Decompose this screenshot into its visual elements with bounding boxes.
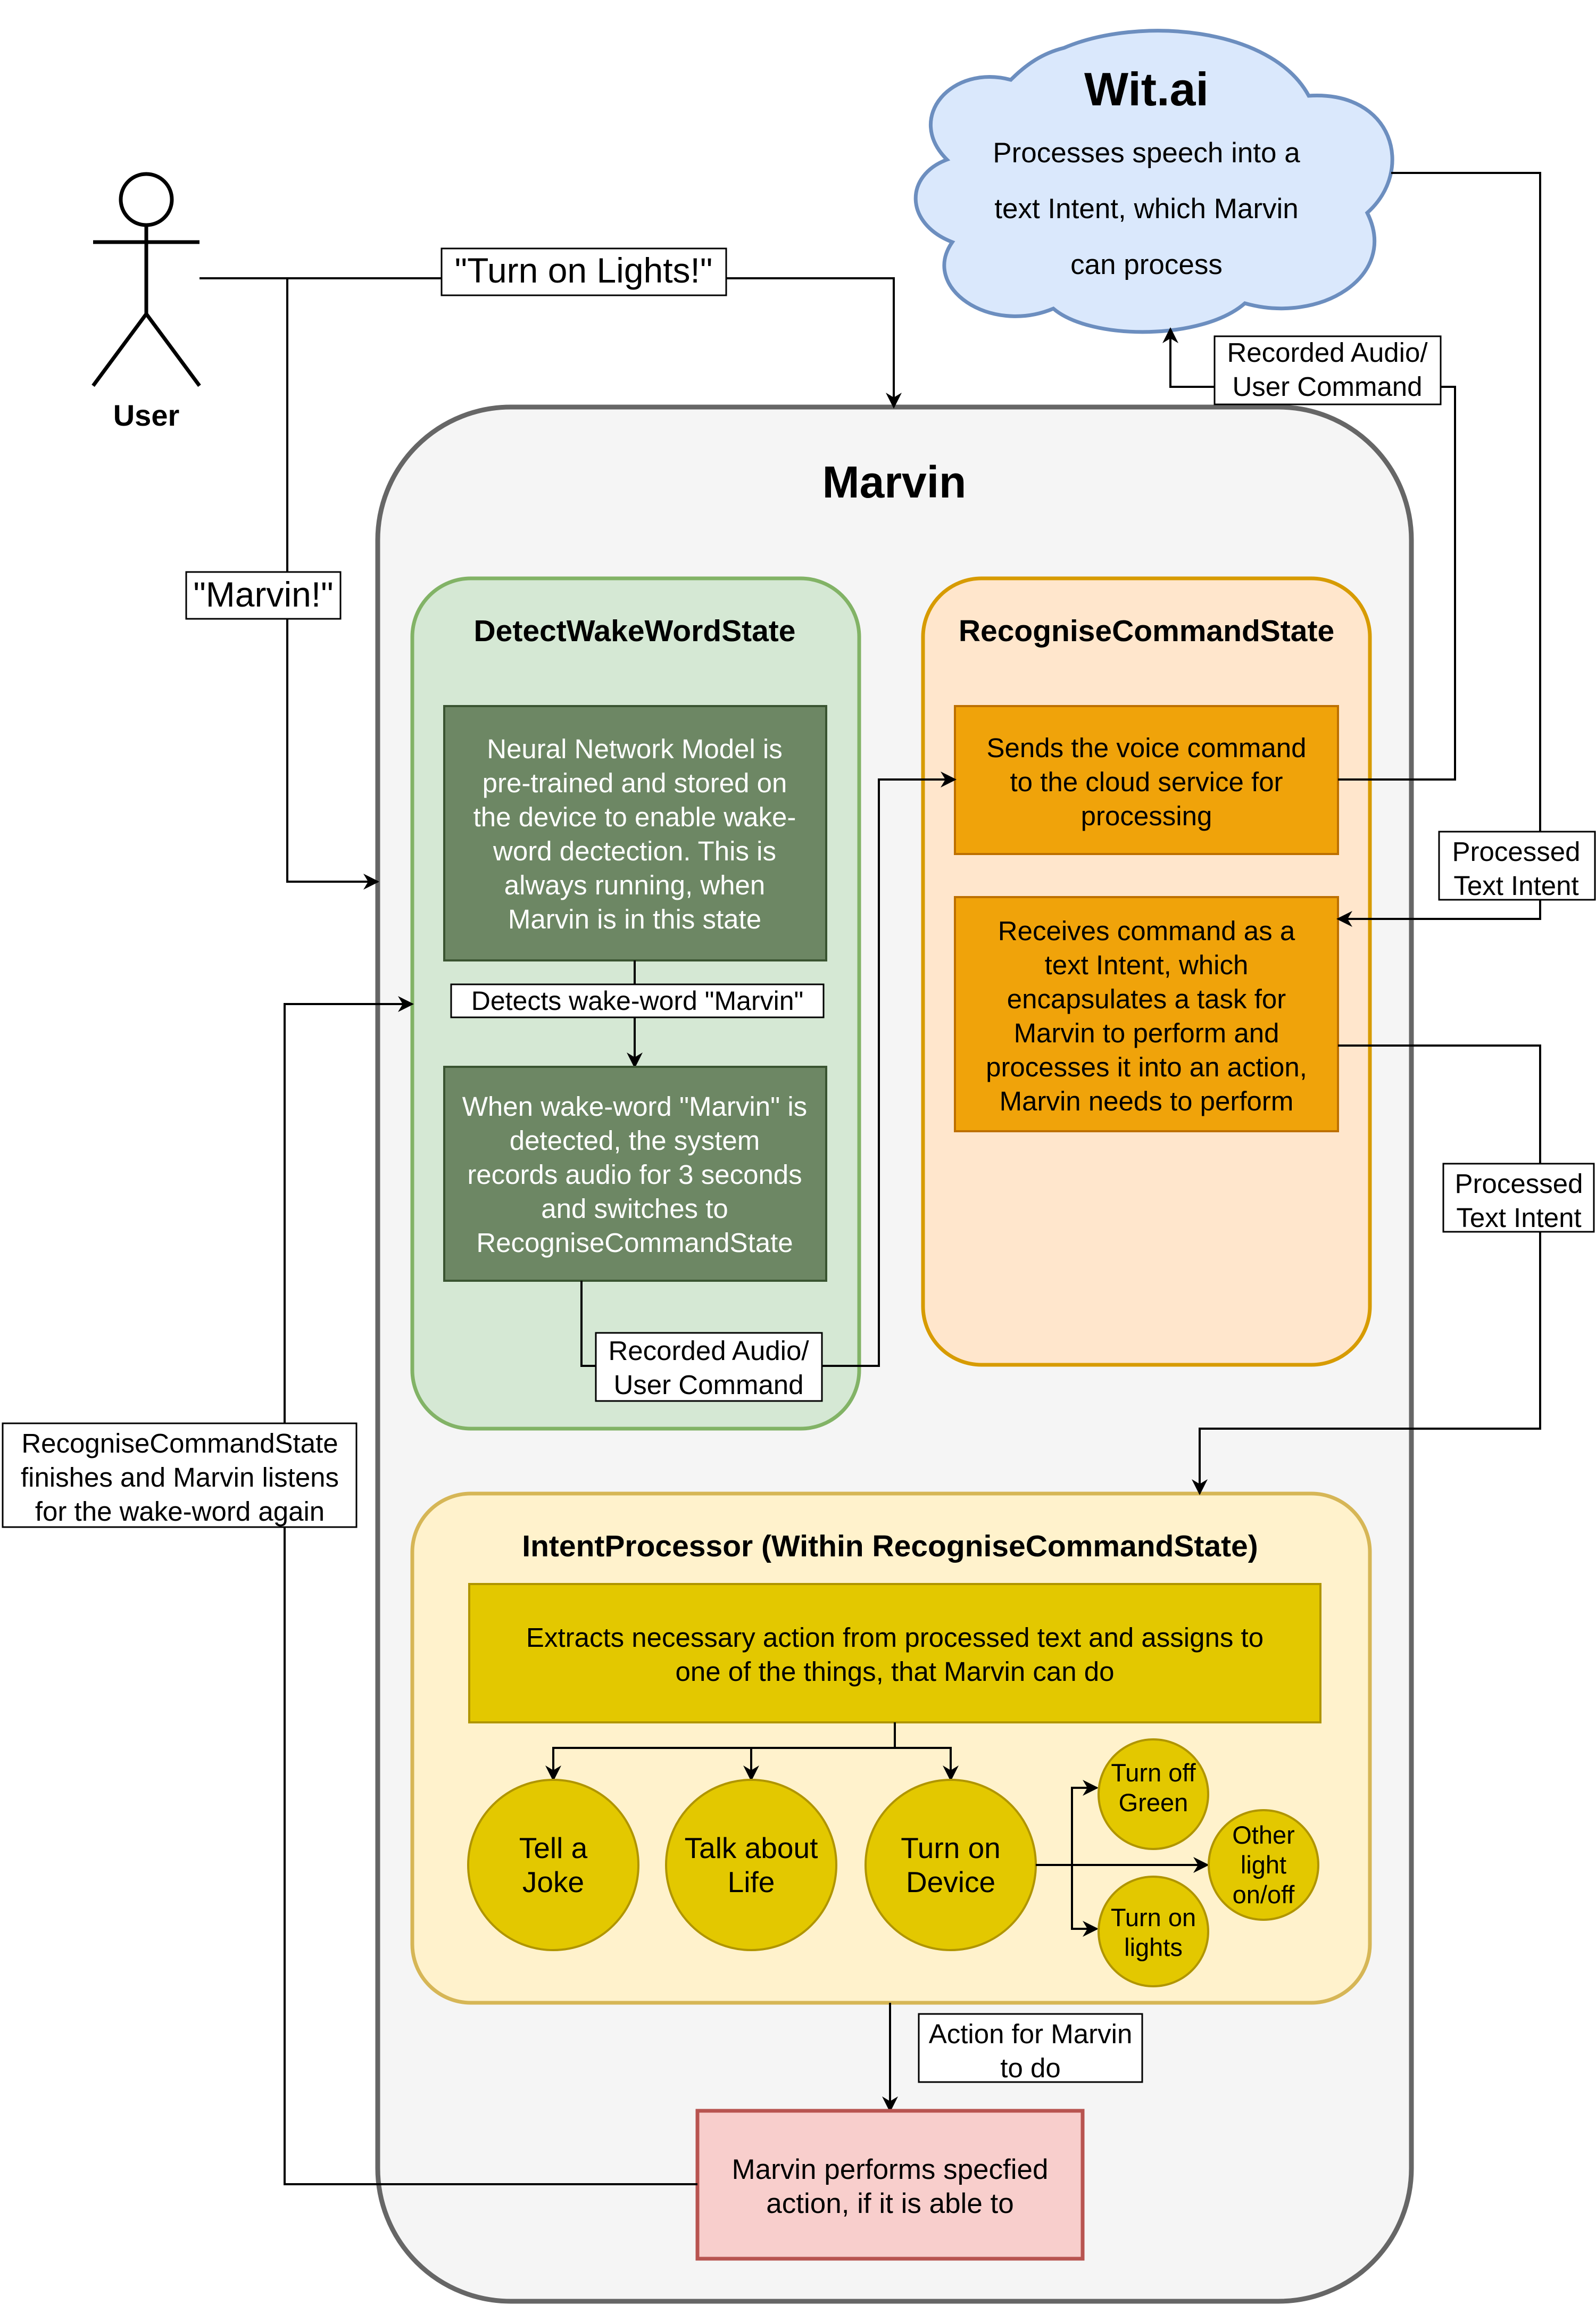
send-command-line: Sends the voice command [987, 733, 1307, 763]
receive-command-box [954, 896, 1339, 1132]
finishes-line: for the wake-word again [35, 1496, 325, 1527]
recorded-audio-top-line: User Command [1232, 371, 1422, 402]
turn-off-green-line: Turn off [1111, 1759, 1196, 1787]
detects-wakeword-label: Detects wake-word "Marvin" [471, 986, 804, 1016]
receive-command-line: Marvin needs to perform [1000, 1086, 1294, 1116]
neural-model-line: Marvin is in this state [508, 904, 761, 934]
processed-intent-2-label-box [1442, 1163, 1595, 1233]
turn-on-lights-edge [200, 277, 902, 409]
record-audio-box [443, 1066, 827, 1282]
action-label-line: Action for Marvin [929, 2019, 1133, 2049]
recorded-audio-top-edge [1162, 327, 1456, 781]
marvin-title: Marvin [822, 457, 967, 507]
record-audio-line: RecogniseCommandState [476, 1228, 793, 1258]
device-edge [1071, 1865, 1099, 1937]
processed-intent-2-line: Processed [1455, 1168, 1583, 1199]
talk-life-line: Talk about [685, 1831, 818, 1864]
processed-intent-1-line: Processed [1452, 836, 1581, 867]
processed-intent-2-edge [1192, 1044, 1541, 1495]
wit-desc-line: text Intent, which Marvin [994, 193, 1298, 225]
recorded-audio-inner-edge [580, 772, 957, 1367]
user-label: User [113, 399, 180, 432]
neural-model-line: the device to enable wake- [473, 802, 796, 832]
send-command-line: processing [1081, 801, 1212, 831]
detects-wakeword-label-box [450, 983, 825, 1018]
action-label-box [918, 2013, 1143, 2083]
receive-command-line: encapsulates a task for [1007, 984, 1286, 1014]
turn-on-lights-label: "Turn on Lights!" [455, 251, 713, 290]
recorded-audio-inner-line: Recorded Audio/ [608, 1336, 809, 1366]
other-light-line: Other [1232, 1821, 1295, 1849]
finishes-label-box [2, 1422, 358, 1528]
extract-action-line: Extracts necessary action from processed… [526, 1622, 1264, 1653]
extract-edge [545, 1722, 896, 1781]
record-audio-line: detected, the system [510, 1125, 760, 1156]
extract-edge [743, 1747, 895, 1781]
other-light-line: on/off [1233, 1880, 1295, 1909]
neural-model-line: pre-trained and stored on [483, 768, 787, 798]
recognise-state-title: RecogniseCommandState [959, 614, 1334, 648]
neural-model-line: word dectection. This is [493, 836, 776, 866]
turn-on-lights-line: Turn on [1111, 1903, 1196, 1931]
wit-desc-line: Processes speech into a [993, 137, 1300, 169]
processed-intent-1-edge [1336, 172, 1541, 927]
wit-desc-line: can process [1070, 249, 1223, 280]
receive-command-line: Receives command as a [998, 916, 1295, 946]
recorded-audio-inner-label-box [595, 1332, 823, 1402]
marvin-performs-line: action, if it is able to [766, 2188, 1013, 2219]
tell-joke-node [467, 1779, 639, 1951]
record-audio-line: and switches to [541, 1193, 728, 1224]
recorded-audio-inner-line: User Command [613, 1370, 803, 1400]
marvin-call-label: "Marvin!" [193, 575, 333, 614]
extract-edge [895, 1747, 959, 1781]
processed-intent-1-line: Text Intent [1453, 870, 1578, 901]
send-command-box [954, 705, 1339, 855]
other-light-line: light [1241, 1851, 1286, 1879]
other-light-node [1208, 1809, 1319, 1921]
finishes-edge [284, 996, 697, 2185]
turn-off-green-line: Green [1119, 1788, 1188, 1817]
turn-on-lights-line: lights [1124, 1933, 1183, 1961]
send-command-line: to the cloud service for [1010, 767, 1283, 797]
wit-title: Wit.ai [1084, 63, 1209, 115]
marvin-performs-box [695, 2109, 1085, 2261]
wit-cloud [913, 29, 1394, 334]
finishes-line: RecogniseCommandState [21, 1428, 338, 1458]
marvin-performs-line: Marvin performs specfied [732, 2154, 1049, 2185]
neural-model-line: Neural Network Model is [487, 734, 783, 764]
turn-on-lights-node [1098, 1876, 1209, 1987]
tell-joke-line: Joke [522, 1865, 584, 1898]
processed-intent-1-label-box [1438, 831, 1596, 901]
marvin-call-label-box [185, 571, 342, 620]
extract-action-box [468, 1583, 1321, 1723]
turn-off-green-node [1098, 1738, 1209, 1850]
neural-model-line: always running, when [504, 870, 765, 900]
talk-life-node [665, 1779, 837, 1951]
turn-on-lights-label-box [440, 247, 727, 296]
tell-joke-line: Tell a [519, 1831, 588, 1864]
device-edge [1036, 1780, 1099, 1866]
turn-on-device-line: Device [906, 1865, 995, 1898]
record-audio-line: records audio for 3 seconds [467, 1159, 802, 1190]
recorded-audio-top-label-box [1213, 335, 1442, 405]
receive-command-line: Marvin to perform and [1014, 1018, 1279, 1048]
action-label-line: to do [1000, 2053, 1060, 2083]
user-icon [92, 172, 201, 387]
processed-intent-2-line: Text Intent [1456, 1203, 1581, 1233]
recorded-audio-top-line: Recorded Audio/ [1227, 337, 1428, 368]
turn-on-device-node [864, 1779, 1037, 1951]
intent-processor-title: IntentProcessor (Within RecogniseCommand… [522, 1529, 1258, 1563]
record-audio-line: When wake-word "Marvin" is [462, 1091, 807, 1122]
marvin-call-edge [286, 278, 379, 890]
turn-on-device-line: Turn on [901, 1831, 1001, 1864]
detect-state-title: DetectWakeWordState [474, 614, 796, 648]
receive-command-line: text Intent, which [1045, 950, 1249, 980]
receive-command-line: processes it into an action, [986, 1052, 1307, 1082]
extract-action-line: one of the things, that Marvin can do [675, 1656, 1114, 1687]
neural-model-box [443, 705, 827, 961]
finishes-line: finishes and Marvin listens [21, 1462, 339, 1493]
talk-life-line: Life [728, 1865, 775, 1898]
